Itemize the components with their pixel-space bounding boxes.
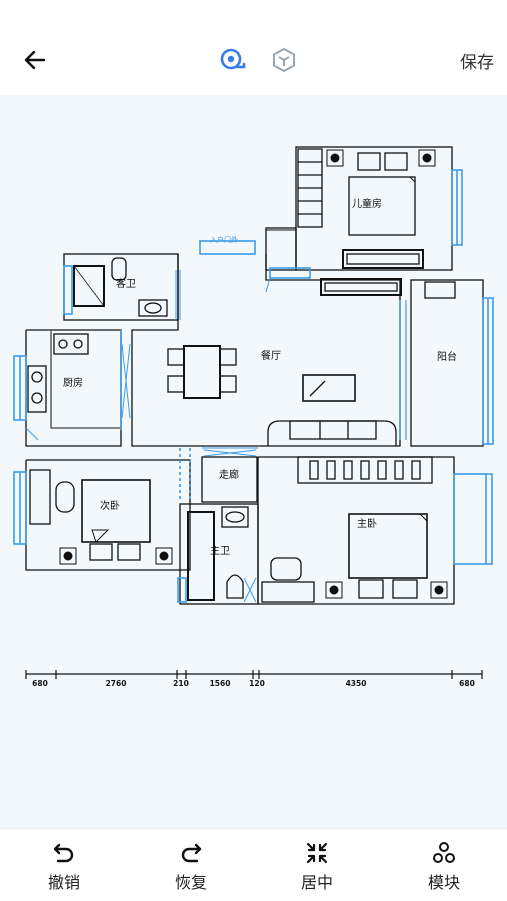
- room-label-dining: 餐厅: [261, 349, 281, 362]
- modules-button[interactable]: 模块: [404, 839, 484, 895]
- center-button[interactable]: 居中: [277, 839, 357, 895]
- view-2d-button[interactable]: [215, 44, 249, 76]
- redo-button[interactable]: 恢复: [151, 839, 231, 895]
- view-3d-button[interactable]: [267, 44, 301, 76]
- dimension-label: 120: [249, 679, 265, 688]
- room-label-master-bedroom: 主卧: [357, 517, 377, 530]
- room-label-entrance: 入户门外: [210, 235, 238, 244]
- rotate-view-icon: [220, 48, 246, 70]
- modules-label: 模块: [427, 873, 460, 892]
- dimension-label: 1560: [210, 679, 231, 688]
- undo-icon: [53, 843, 74, 863]
- room-label-second-bedroom: 次卧: [100, 499, 120, 512]
- dimension-label: 4350: [346, 679, 367, 688]
- dimension-label: 680: [32, 679, 48, 688]
- dimension-line: [25, 670, 483, 679]
- back-button[interactable]: [18, 44, 52, 76]
- dimension-label: 2760: [106, 679, 127, 688]
- view-mode-switch: [215, 44, 305, 76]
- modules-icon: [433, 842, 455, 863]
- redo-icon: [181, 843, 202, 863]
- undo-button[interactable]: 撤销: [24, 839, 104, 895]
- dimension-label: 210: [173, 679, 189, 688]
- room-label-guest-bath: 客卫: [116, 277, 136, 290]
- undo-label: 撤销: [47, 873, 80, 892]
- room-label-corridor: 走廊: [219, 468, 239, 481]
- center-label: 居中: [300, 873, 333, 892]
- cube-3d-icon: [273, 48, 295, 72]
- redo-label: 恢复: [174, 873, 207, 892]
- dimension-label: 680: [459, 679, 475, 688]
- arrow-left-icon: [24, 50, 46, 70]
- floorplan-canvas[interactable]: 儿童房 客卫 入户门外 餐厅 阳台 厨房 走廊 次卧 主卫 主卧 680 276…: [0, 95, 507, 828]
- room-label-master-bath: 主卫: [210, 545, 230, 557]
- collapse-center-icon: [306, 842, 328, 864]
- save-button[interactable]: 保存: [460, 53, 494, 73]
- top-bar: 保存: [0, 0, 507, 95]
- room-label-kids: 儿童房: [352, 197, 382, 210]
- room-label-kitchen: 厨房: [63, 376, 83, 389]
- floorplan-drawing: 儿童房 客卫 入户门外 餐厅 阳台 厨房 走廊 次卧 主卫 主卧 680 276…: [13, 146, 494, 688]
- room-label-balcony: 阳台: [437, 350, 457, 363]
- bottom-toolbar: 撤销 恢复 居中 模块: [0, 828, 507, 901]
